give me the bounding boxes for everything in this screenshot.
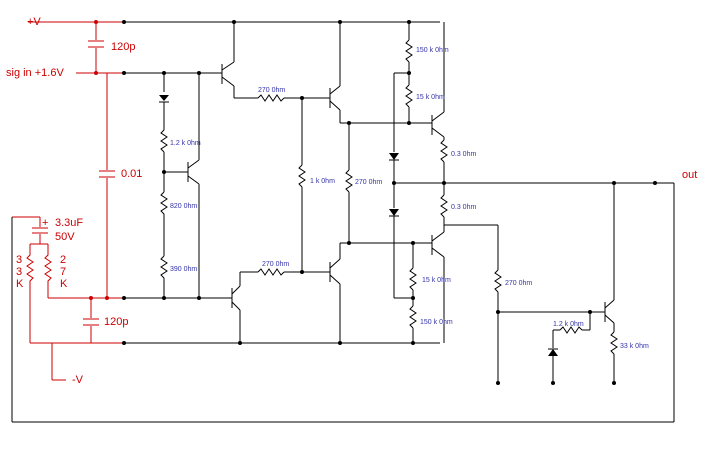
label-r33k-b: 3: [16, 266, 22, 278]
label-vminus: -V: [72, 374, 84, 386]
label-r-150k-top: 150 k 0hm: [416, 47, 449, 54]
input-wiring-dots: [89, 20, 109, 300]
label-r-150k-bot: 150 k 0hm: [420, 319, 453, 326]
label-r-270-bot: 270 0hm: [262, 261, 289, 268]
label-vplus: +V: [27, 16, 41, 28]
label-c-elec-plus: +: [42, 217, 48, 229]
label-c-elec: 3.3uF: [55, 217, 83, 229]
label-r-1k: 1 k 0hm: [310, 178, 335, 185]
label-r27k-b: 7: [60, 266, 66, 278]
label-c-coupling: 0.01: [121, 168, 142, 180]
label-r-33k-right: 33 k 0hm: [620, 343, 649, 350]
label-r-270-right: 270 0hm: [505, 280, 532, 287]
label-r-270-mid: 270 0hm: [355, 179, 382, 186]
junction-dots: [122, 20, 657, 385]
label-c-elec-v: 50V: [55, 231, 75, 243]
label-r-15k-bot: 15 k 0hm: [422, 277, 451, 284]
label-r27k-c: K: [60, 278, 68, 290]
label-c-bot: 120p: [104, 316, 128, 328]
label-c-top: 120p: [111, 41, 135, 53]
label-r-820: 820 0hm: [170, 203, 197, 210]
input-wiring: [12, 21, 124, 381]
label-sig-in: sig in +1.6V: [6, 67, 64, 79]
label-r27k-a: 2: [60, 254, 66, 266]
label-r-03-bot: 0.3 0hm: [451, 204, 476, 211]
label-r33k-a: 3: [16, 254, 22, 266]
label-r-270-top: 270 0hm: [258, 87, 285, 94]
label-out: out: [682, 169, 697, 181]
label-r-390: 390 0hm: [170, 266, 197, 273]
label-r-1k2: 1.2 k 0hm: [170, 140, 201, 147]
label-r-03-top: 0.3 0hm: [451, 151, 476, 158]
label-r33k-c: K: [16, 278, 24, 290]
label-r-15k-top: 15 k 0hm: [416, 94, 445, 101]
main-circuit: [11, 21, 675, 423]
label-r-1k2-right: 1.2 k 0hm: [553, 321, 584, 328]
